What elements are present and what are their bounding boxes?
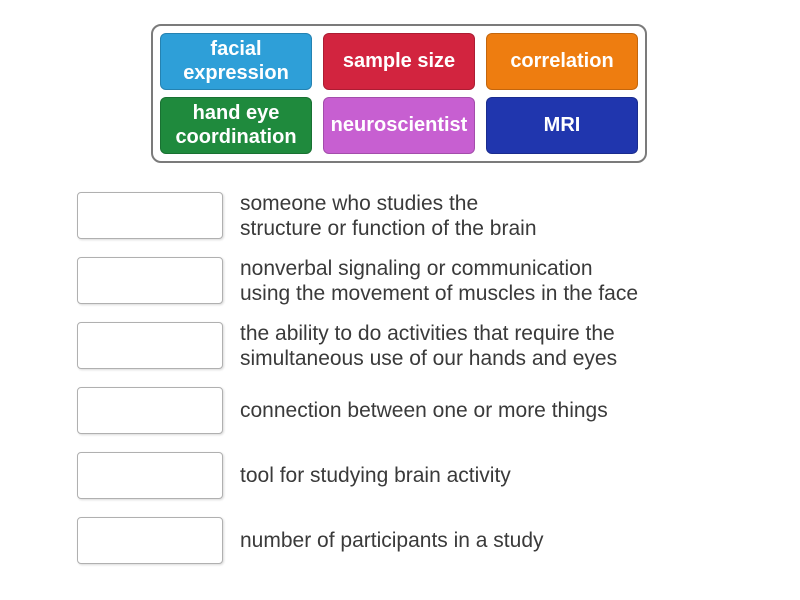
word-tile-mri[interactable]: MRI xyxy=(486,97,638,154)
word-tile-hand-eye-coordination[interactable]: hand eye coordination xyxy=(160,97,312,154)
word-tile-facial-expression[interactable]: facial expression xyxy=(160,33,312,90)
match-row: tool for studying brain activity xyxy=(77,452,638,499)
definition-text: nonverbal signaling or communication usi… xyxy=(240,256,639,305)
answer-slot[interactable] xyxy=(77,257,223,304)
answer-slot[interactable] xyxy=(77,452,223,499)
match-row: the ability to do activities that requir… xyxy=(77,321,638,370)
answer-slot[interactable] xyxy=(77,517,223,564)
answer-slot[interactable] xyxy=(77,322,223,369)
word-tile-sample-size[interactable]: sample size xyxy=(323,33,475,90)
definition-text: number of participants in a study xyxy=(240,529,544,552)
word-tile-correlation[interactable]: correlation xyxy=(486,33,638,90)
definition-text: the ability to do activities that requir… xyxy=(240,321,618,370)
match-row: nonverbal signaling or communication usi… xyxy=(77,256,639,305)
match-row: number of participants in a study xyxy=(77,517,638,564)
definition-text: connection between one or more things xyxy=(240,399,608,422)
definition-text: tool for studying brain activity xyxy=(240,464,511,487)
answer-slot[interactable] xyxy=(77,192,223,239)
answer-slot[interactable] xyxy=(77,387,223,434)
word-bank: facial expression sample size correlatio… xyxy=(151,24,647,163)
match-row: connection between one or more things xyxy=(77,387,638,434)
match-row: someone who studies the structure or fun… xyxy=(77,191,638,240)
definition-list: someone who studies the structure or fun… xyxy=(77,192,638,582)
definition-text: someone who studies the structure or fun… xyxy=(240,191,537,240)
word-tile-neuroscientist[interactable]: neuroscientist xyxy=(323,97,475,154)
